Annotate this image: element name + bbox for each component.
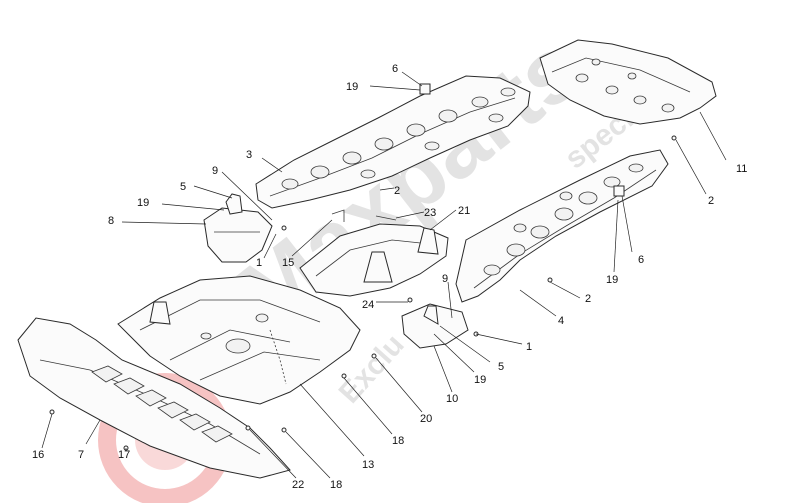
part-upper-side-panel (255, 75, 531, 209)
leader-lines (41, 71, 727, 479)
callout-label: 20 (420, 413, 432, 425)
callout-label: 23 (424, 207, 436, 219)
hardware-fasteners (49, 83, 677, 451)
callout-label: 1 (256, 257, 262, 269)
callout-label: 10 (446, 393, 458, 405)
callout-label: 9 (442, 273, 448, 285)
callout-label: 18 (392, 435, 404, 447)
upper-panel-holes (281, 87, 516, 190)
callout-label: 1 (526, 341, 532, 353)
strap-23 (375, 215, 397, 221)
callout-label: 11 (736, 163, 747, 175)
callout-label: 22 (292, 479, 304, 491)
skid-plate-slots (91, 365, 233, 443)
bracket-15 (331, 209, 345, 222)
callout-label: 19 (474, 374, 486, 386)
part-left-bracket (203, 193, 273, 263)
callout-label: 4 (558, 315, 564, 327)
callout-label: 2 (585, 293, 591, 305)
part-front-skid-plate (17, 317, 291, 479)
callout-label: 8 (108, 215, 114, 227)
callout-label: 5 (498, 361, 504, 373)
part-right-bracket (401, 303, 469, 349)
callout-label: 3 (246, 149, 252, 161)
callout-label: 21 (458, 205, 470, 217)
callout-label: 18 (330, 479, 342, 491)
clip-6-upper (419, 83, 431, 95)
callout-label: 16 (32, 449, 44, 461)
part-rear-panel (539, 39, 717, 125)
callout-label: 19 (346, 81, 358, 93)
callout-label: 24 (362, 299, 374, 311)
callout-label: 2 (708, 195, 714, 207)
callout-label: 15 (282, 257, 294, 269)
callout-label: 5 (180, 181, 186, 193)
lower-panel-holes (483, 163, 644, 276)
callout-label: 13 (362, 459, 374, 471)
callout-label: 19 (606, 274, 618, 286)
part-center-tunnel-cover (299, 223, 449, 297)
clip-6-lower (613, 185, 625, 197)
callout-label: 6 (638, 254, 644, 266)
callout-labels: 1 1 2 2 2 3 4 5 5 6 6 7 8 9 9 10 11 13 1… (32, 63, 747, 491)
callout-label: 7 (78, 449, 84, 461)
callout-label: 9 (212, 165, 218, 177)
callout-label: 2 (394, 185, 400, 197)
callout-label: 6 (392, 63, 398, 75)
callout-label: 19 (137, 197, 149, 209)
callout-label: 17 (118, 449, 130, 461)
part-main-floor-pan (117, 275, 361, 405)
